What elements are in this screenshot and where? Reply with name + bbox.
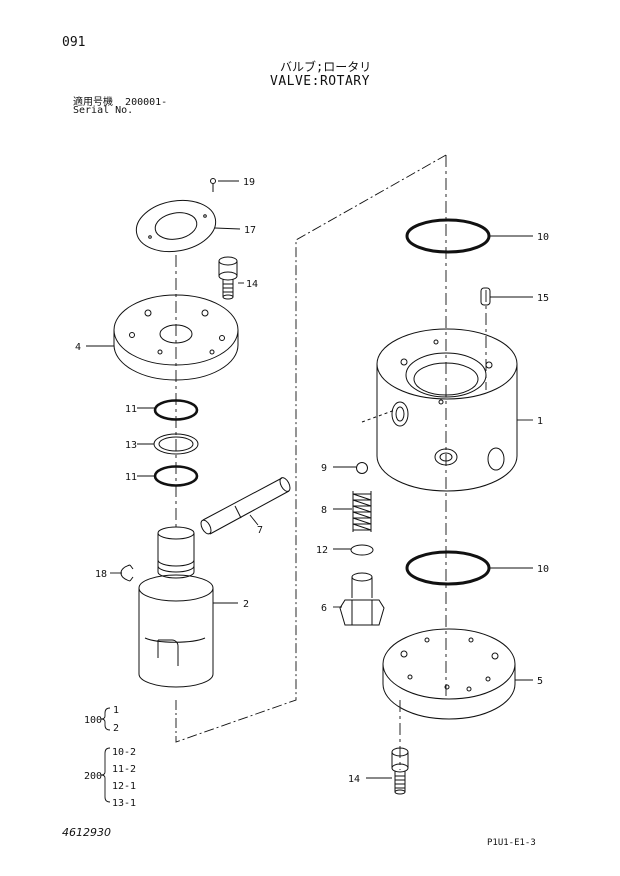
part-10-oring-lower <box>405 550 491 586</box>
part-19-screw <box>210 178 216 192</box>
kit-100-item: 1 <box>113 705 119 716</box>
part-15-dowel <box>480 287 491 306</box>
callout-15: 15 <box>537 293 549 304</box>
part-12-oring-small <box>350 544 374 556</box>
callout-8: 8 <box>321 505 327 516</box>
callout-13: 13 <box>125 440 137 451</box>
part-5-end-cover <box>382 628 516 720</box>
callout-11-upper: 11 <box>125 404 137 415</box>
drawing-number: 4612930 <box>62 826 111 839</box>
part-4-cover-plate <box>113 294 239 381</box>
serial-value: 200001- <box>125 97 168 108</box>
part-11-oring-upper <box>153 399 199 421</box>
callout-6: 6 <box>321 603 327 614</box>
kit-200-item: 11-2 <box>112 764 136 775</box>
kit-200-item: 13-1 <box>112 798 136 809</box>
serial-label-jp-row: 適用号機 200001- <box>73 93 167 108</box>
part-1-housing <box>376 328 518 492</box>
callout-17: 17 <box>244 225 256 236</box>
kit-200-item: 12-1 <box>112 781 136 792</box>
part-6-plug <box>339 572 385 626</box>
callout-9: 9 <box>321 463 327 474</box>
kit-100-label: 100 <box>84 715 102 726</box>
callout-5: 5 <box>537 676 543 687</box>
callout-14-top: 14 <box>246 279 258 290</box>
callout-1: 1 <box>537 416 543 427</box>
callout-12: 12 <box>316 545 328 556</box>
callout-10-lower: 10 <box>537 564 549 575</box>
kit-100-item: 2 <box>113 723 119 734</box>
serial-label-jp: 適用号機 <box>73 97 113 108</box>
part-2-spool <box>138 526 214 688</box>
page-code: 091 <box>62 35 86 50</box>
callout-19: 19 <box>243 177 255 188</box>
page-reference: P1U1-E1-3 <box>487 838 536 848</box>
callout-2: 2 <box>243 599 249 610</box>
kit-200-item: 10-2 <box>112 747 136 758</box>
part-17-gasket-plate <box>135 199 217 253</box>
part-7-pin <box>200 477 291 535</box>
kit-200-label: 200 <box>84 771 102 782</box>
title-japanese: バルブ;ロータリ <box>280 60 372 74</box>
callout-18: 18 <box>95 569 107 580</box>
callout-4: 4 <box>75 342 81 353</box>
part-9-ball <box>356 462 368 474</box>
callout-11-lower: 11 <box>125 472 137 483</box>
part-10-oring-upper <box>405 218 491 254</box>
callout-7: 7 <box>257 525 263 536</box>
callout-10-upper: 10 <box>537 232 549 243</box>
part-8-spring <box>352 491 372 532</box>
part-14-cap-screw-top <box>218 256 238 300</box>
callout-14-bottom: 14 <box>348 774 360 785</box>
serial-label-en: Serial No. <box>73 105 134 116</box>
part-18-snap-ring <box>120 564 134 582</box>
part-14-cap-screw-bottom <box>391 747 409 795</box>
title-english: VALVE:ROTARY <box>270 74 370 89</box>
